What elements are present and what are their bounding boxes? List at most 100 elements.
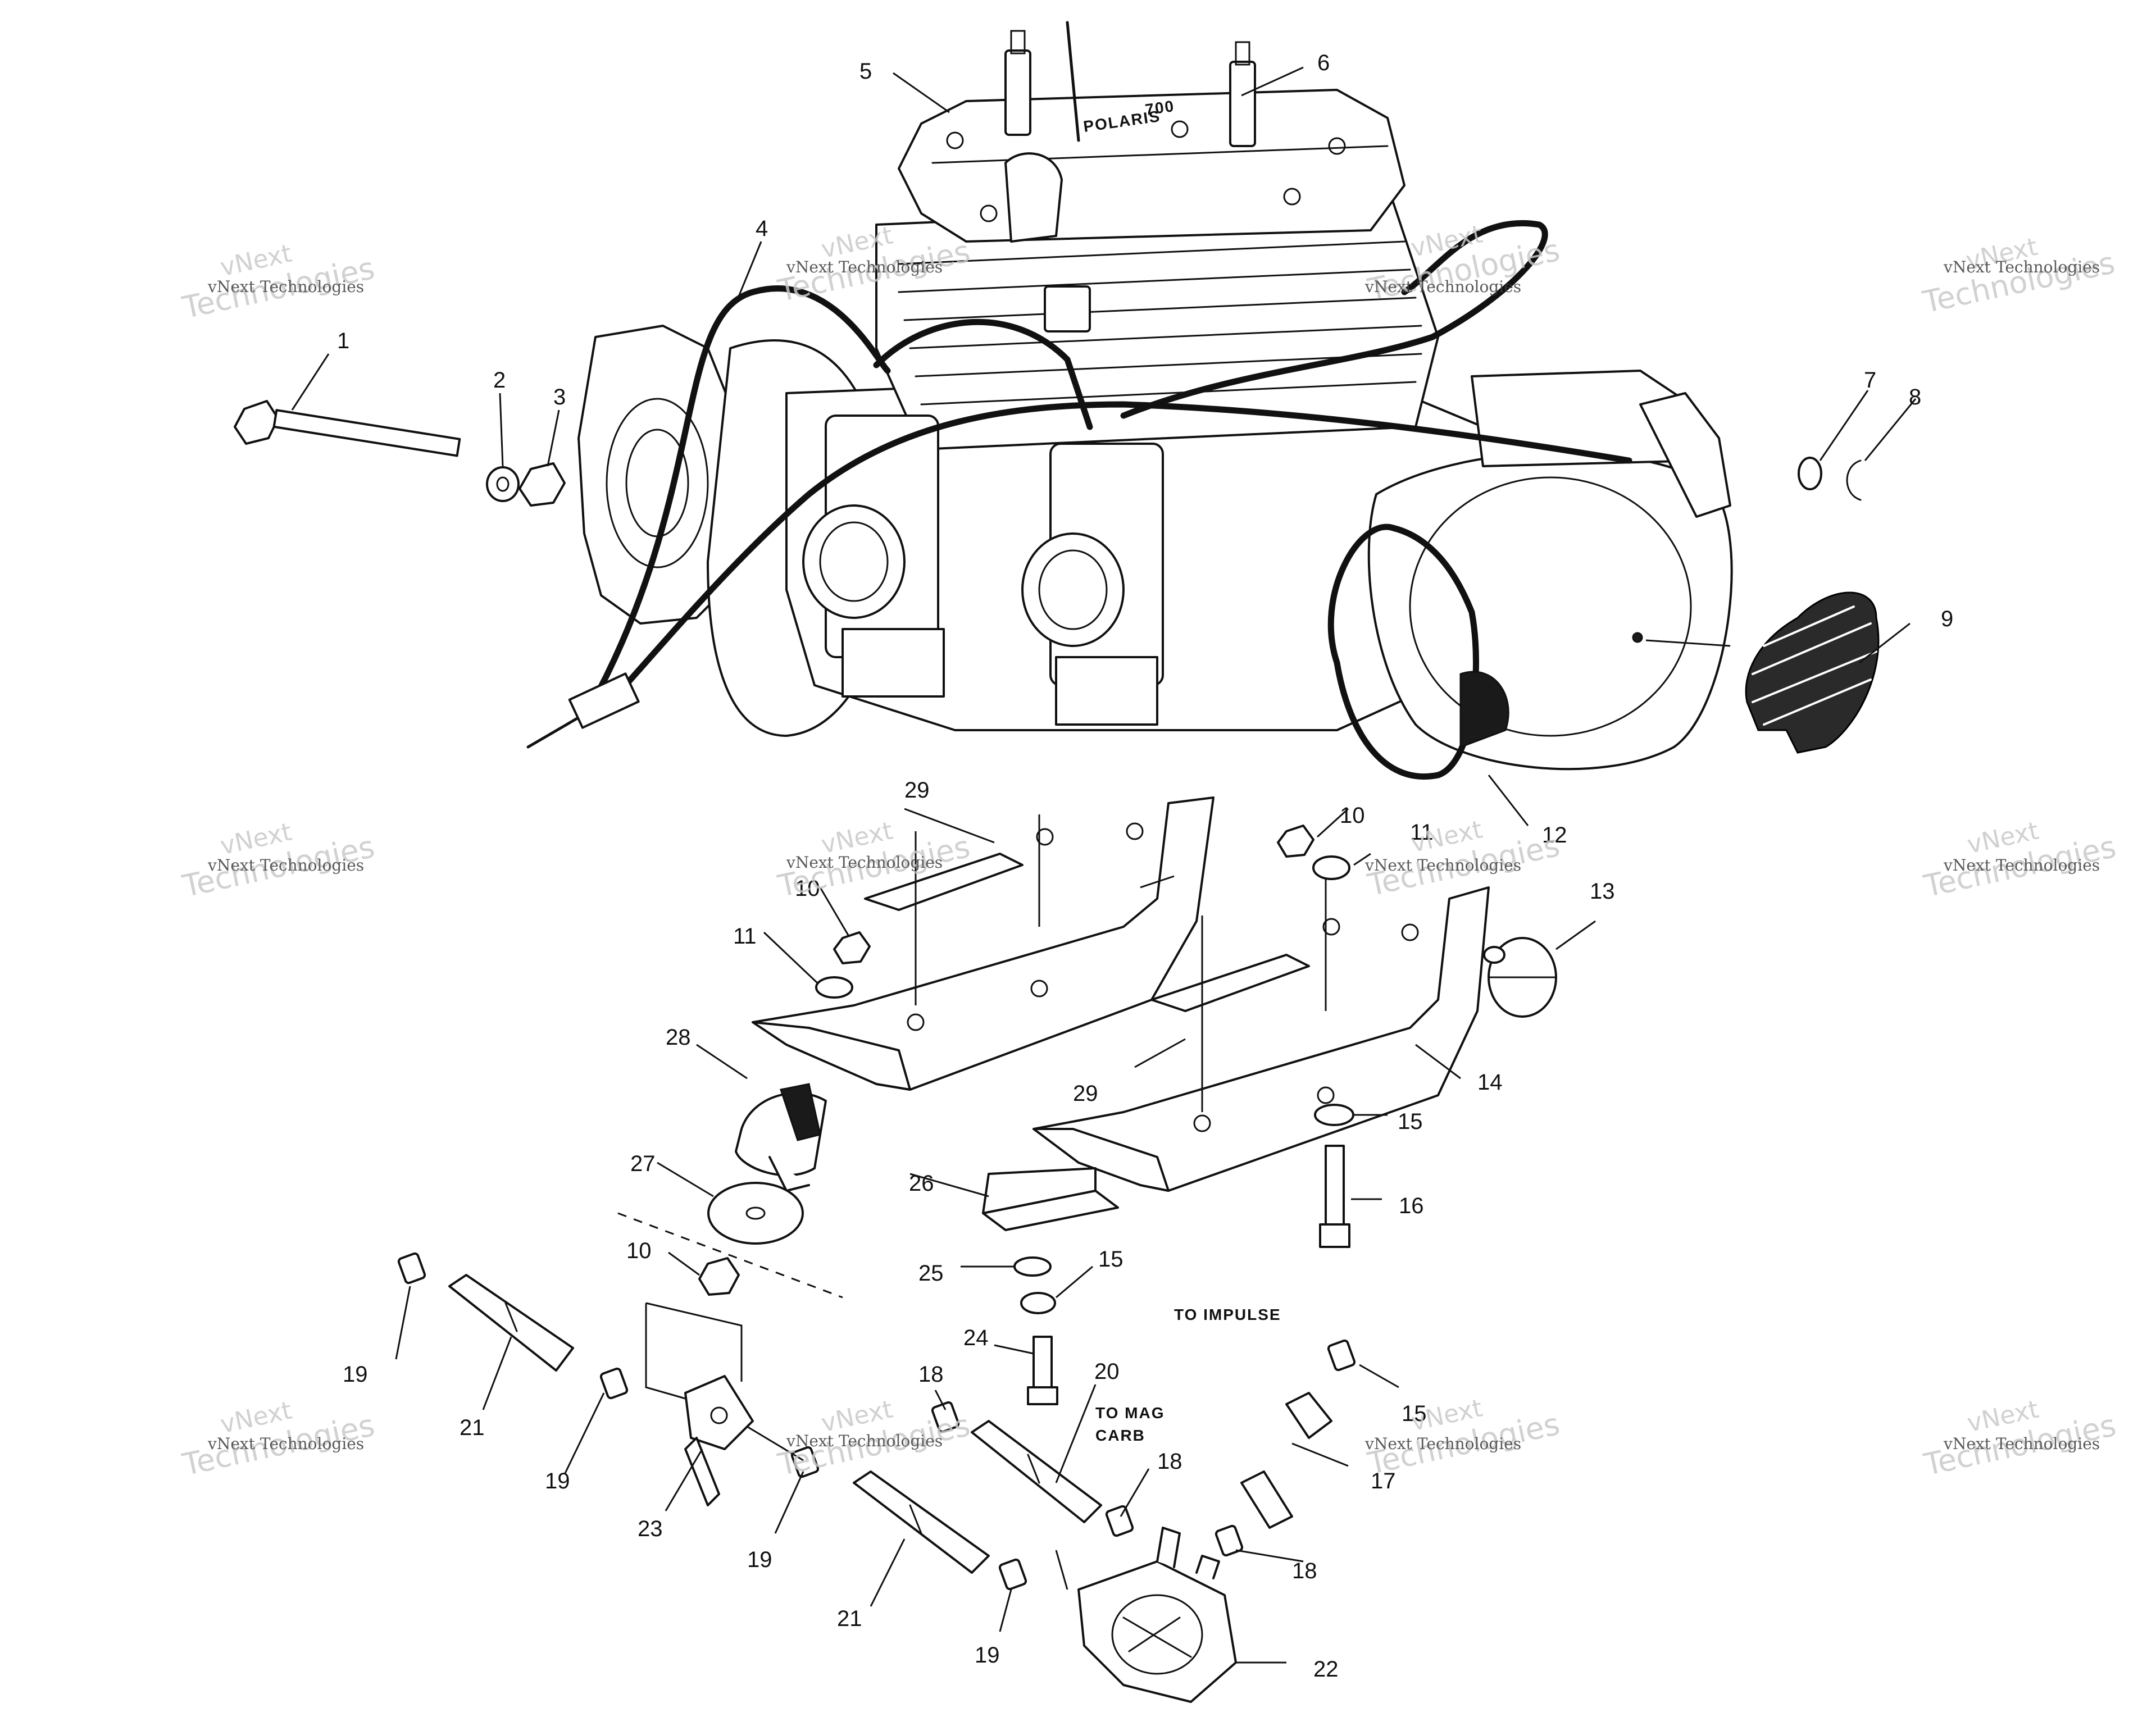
callout-26: 26 (909, 1171, 934, 1196)
callout-19-d: 19 (975, 1643, 1000, 1668)
fuel-tee-17 (1240, 1392, 1332, 1529)
throttle-cable (592, 401, 1632, 722)
leader-lines (291, 66, 1917, 1664)
e-clip-8 (1846, 459, 1862, 501)
watermark-bottom-left: vNext Technologies (179, 1396, 377, 1483)
nut-10-bracket-left (833, 931, 871, 964)
watermark-small: vNext Technologies (207, 856, 364, 875)
fuel-hose-20 (971, 1420, 1102, 1523)
callout-15-bolt: 15 (1398, 1109, 1423, 1134)
callout-labels: 1 2 3 4 5 6 7 8 9 10 11 12 13 29 10 11 2… (337, 51, 1953, 1682)
engine-mount-bracket-left (752, 796, 1215, 1091)
callout-17: 17 (1371, 1469, 1396, 1493)
note-to-mag-line1: TO MAG (1095, 1404, 1165, 1422)
callout-19-a: 19 (343, 1362, 368, 1387)
watermark-small: vNext Technologies (1364, 1434, 1521, 1453)
lock-nut-3 (518, 462, 566, 507)
washer-7 (1798, 457, 1822, 490)
spark-plug-left (1004, 30, 1031, 136)
note-to-mag-line2: CARB (1095, 1427, 1145, 1444)
washer-11-bracket-right (1312, 855, 1350, 880)
spark-plug-right (1229, 41, 1256, 147)
callout-3: 3 (553, 385, 566, 409)
clamp-18-b (1105, 1505, 1134, 1537)
callout-14: 14 (1477, 1070, 1503, 1095)
callout-25: 25 (918, 1261, 944, 1286)
cylinder-fins (898, 240, 1422, 406)
callout-4: 4 (756, 216, 768, 241)
watermark-small: vNext Technologies (1364, 856, 1521, 875)
callout-2: 2 (493, 368, 506, 393)
callout-29-lower: 29 (1073, 1081, 1098, 1106)
callout-7: 7 (1864, 368, 1876, 393)
callout-5: 5 (859, 59, 872, 84)
washer-25 (1013, 1256, 1052, 1277)
callout-21-b: 21 (837, 1606, 862, 1631)
clamp-19-c (790, 1446, 820, 1478)
note-to-impulse: TO IMPULSE (1174, 1306, 1281, 1323)
rubber-mount-13 (1483, 937, 1557, 1018)
head-size-marking: 700 (1144, 97, 1176, 119)
washer-11-bracket-left (815, 976, 853, 999)
callout-9: 9 (1941, 607, 1953, 631)
fuel-pump-22 (1077, 1527, 1237, 1703)
callout-10-upper-right: 10 (1340, 803, 1365, 828)
callout-22: 22 (1313, 1657, 1339, 1682)
callout-13: 13 (1590, 879, 1615, 904)
engine-mount-bolt (234, 400, 461, 457)
fuel-valve-23 (684, 1375, 754, 1506)
heat-shield-grille (1745, 591, 1880, 754)
callout-15-lower: 15 (1098, 1247, 1124, 1272)
nut-10-bracket-right (1277, 825, 1314, 858)
callout-15-tee: 15 (1402, 1401, 1427, 1426)
clamp-19-d (998, 1558, 1027, 1591)
carburetor-right (1021, 443, 1164, 726)
watermark-small: vNext Technologies (207, 1434, 364, 1453)
bolt-24 (1027, 1336, 1058, 1405)
nut-10-lower (698, 1257, 740, 1296)
washer-15-upper (1314, 1104, 1354, 1126)
watermark-small: vNext Technologies (1943, 258, 2100, 276)
callout-27: 27 (630, 1151, 656, 1176)
watermark-bottom-right-center: vNext Technologies (1364, 1393, 1563, 1481)
callout-24: 24 (963, 1326, 989, 1350)
bracket-plate-26 (982, 1167, 1119, 1231)
callout-28: 28 (666, 1025, 691, 1050)
callout-11-upper-right: 11 (1410, 820, 1434, 845)
rubber-damper-28 (735, 1083, 827, 1192)
callout-8: 8 (1909, 385, 1921, 409)
callout-18-left: 18 (918, 1362, 944, 1387)
watermark-small: vNext Technologies (1364, 277, 1521, 296)
clamp-19-a (397, 1252, 426, 1285)
callout-12: 12 (1542, 823, 1567, 848)
watermark-mid-left: vNext Technologies (179, 818, 377, 904)
callout-18-right: 18 (1292, 1559, 1317, 1583)
callout-19-b: 19 (545, 1469, 570, 1493)
callout-20: 20 (1094, 1359, 1120, 1384)
watermark-small: vNext Technologies (786, 1432, 943, 1450)
fuel-hose-21-b (853, 1470, 990, 1574)
bolt-16 (1319, 1145, 1350, 1248)
watermark-small: vNext Technologies (207, 277, 364, 296)
watermark-bottom-right: vNext Technologies (1921, 1395, 2119, 1483)
watermark-mid-right: vNext Technologies (1921, 817, 2119, 904)
callout-19-c: 19 (747, 1547, 772, 1572)
callout-16: 16 (1399, 1194, 1424, 1218)
fuel-hose-21-a (448, 1274, 574, 1372)
callout-11-left: 11 (733, 924, 757, 949)
clamp-19-b (599, 1367, 629, 1400)
watermark-small: vNext Technologies (786, 258, 943, 276)
callout-23: 23 (638, 1516, 663, 1541)
callout-29-upper: 29 (904, 778, 930, 803)
callout-10-lower: 10 (626, 1238, 652, 1263)
watermark-small: vNext Technologies (786, 853, 943, 872)
watermark-mid-right-center: vNext Technologies (1364, 815, 1563, 903)
callout-18-middle: 18 (1157, 1449, 1182, 1474)
watermark-small: vNext Technologies (1943, 856, 2100, 875)
clamp-18-c (1215, 1524, 1244, 1557)
callout-6: 6 (1317, 51, 1330, 75)
engine-assembly: POLARIS 700 (526, 21, 1733, 780)
clamp-15-tee (1327, 1339, 1356, 1372)
callout-10-left: 10 (795, 876, 820, 901)
